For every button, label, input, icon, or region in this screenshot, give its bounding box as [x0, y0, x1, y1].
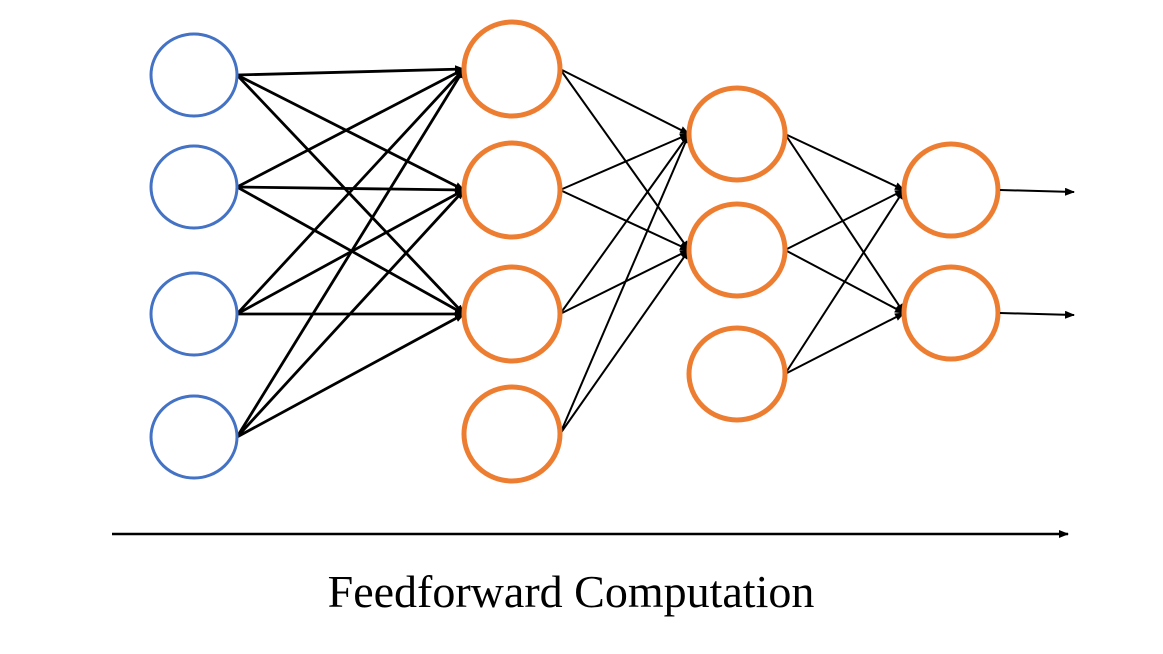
edge-l2n0-l3n0 — [784, 133, 905, 191]
edge-l1n3-l2n0 — [559, 133, 690, 435]
edge-l1n3-l2n1 — [559, 249, 690, 435]
node-input-l0-3 — [149, 394, 239, 480]
node-input-l0-2 — [149, 271, 239, 357]
node-hidden-l2-1 — [686, 201, 788, 299]
edge-l0n0-l1n2 — [235, 74, 466, 315]
node-hidden-l2-2 — [686, 325, 788, 423]
edge-l1n0-l2n1 — [559, 68, 690, 251]
node-output-l3-0 — [901, 141, 1001, 239]
edge-l0n1-l1n1 — [236, 185, 465, 194]
edge-l0n0-l1n0 — [236, 65, 465, 77]
edge-l1n1-l2n0 — [559, 133, 690, 191]
node-input-l0-0 — [149, 32, 239, 118]
edge-l0n1-l1n0 — [236, 67, 465, 189]
edge-l0n2-l1n0 — [235, 68, 466, 315]
edge-l1n2-l2n0 — [559, 133, 690, 315]
output-arrow-0 — [999, 187, 1075, 196]
edge-l1n0-l2n0 — [559, 68, 690, 135]
edge-l0n3-l1n0 — [235, 68, 466, 438]
node-hidden-l1-1 — [461, 140, 563, 240]
network-nodes — [149, 19, 1001, 484]
output-arrows — [999, 187, 1075, 319]
diagram-caption: Feedforward Computation — [327, 566, 815, 617]
edge-l2n1-l3n0 — [784, 189, 905, 251]
edge-l0n3-l1n1 — [235, 189, 466, 438]
edge-l0n3-l1n2 — [236, 312, 465, 439]
node-hidden-l2-0 — [686, 85, 788, 183]
edge-l1n1-l2n1 — [559, 189, 690, 251]
node-hidden-l1-2 — [461, 264, 563, 364]
node-hidden-l1-3 — [461, 384, 563, 484]
edge-l2n2-l3n0 — [784, 189, 905, 375]
edge-l2n0-l3n1 — [784, 133, 905, 314]
node-input-l0-1 — [149, 144, 239, 230]
output-arrow-1 — [999, 310, 1075, 319]
edge-l2n2-l3n1 — [784, 312, 905, 375]
node-hidden-l1-0 — [461, 19, 563, 119]
connection-edges — [235, 65, 905, 439]
node-output-l3-1 — [901, 264, 1001, 362]
edge-l0n0-l1n1 — [236, 73, 465, 192]
